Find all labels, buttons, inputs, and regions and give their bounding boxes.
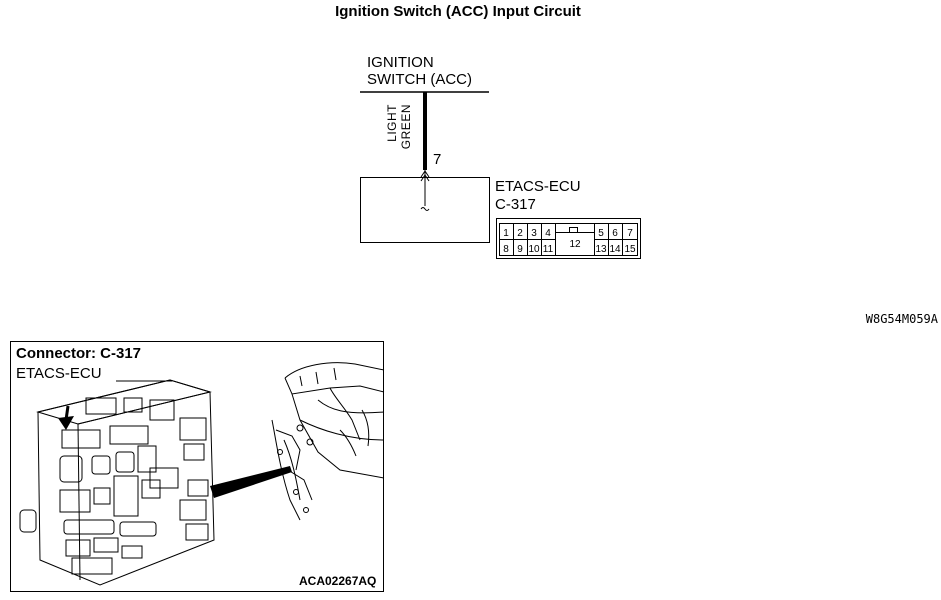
- pin-8: 8: [503, 244, 509, 255]
- terminal-chevron-1: [420, 174, 430, 182]
- diagram-title: Ignition Switch (ACC) Input Circuit: [335, 3, 581, 20]
- pin-number-label: 7: [433, 151, 442, 168]
- pin-2: 2: [517, 228, 523, 239]
- location-figure-code: ACA02267AQ: [299, 574, 377, 588]
- pin-10: 10: [528, 244, 540, 255]
- connector-location-title: Connector: C-317: [16, 345, 142, 362]
- pin-13: 13: [595, 244, 607, 255]
- terminal-chevron-2: [420, 170, 430, 178]
- pin-5: 5: [598, 228, 604, 239]
- schematic-figure-code: W8G54M059A: [865, 312, 938, 326]
- schematic-drawing: 1 2 3 4 5 6 7 8 9 10 11 12 13 14 15: [360, 91, 641, 259]
- pin-11: 11: [543, 244, 554, 255]
- ignition-switch-label-line1: IGNITION: [367, 54, 434, 71]
- connector-location-ecu-label: ETACS-ECU: [16, 365, 102, 382]
- pin-15: 15: [624, 244, 636, 255]
- pin-7: 7: [627, 228, 633, 239]
- ignition-switch-label-line2: SWITCH (ACC): [367, 71, 472, 88]
- ecu-name-label: ETACS-ECU: [495, 178, 581, 195]
- pin-12: 12: [569, 239, 581, 250]
- pin-9: 9: [517, 244, 523, 255]
- pin-6: 6: [612, 228, 618, 239]
- pin-4: 4: [545, 228, 551, 239]
- connector-id-label: C-317: [495, 196, 536, 213]
- connector-face: [496, 218, 641, 259]
- terminal-squiggle: [420, 207, 430, 211]
- pin-3: 3: [531, 228, 537, 239]
- pin-1: 1: [503, 228, 509, 239]
- pin-14: 14: [609, 244, 621, 255]
